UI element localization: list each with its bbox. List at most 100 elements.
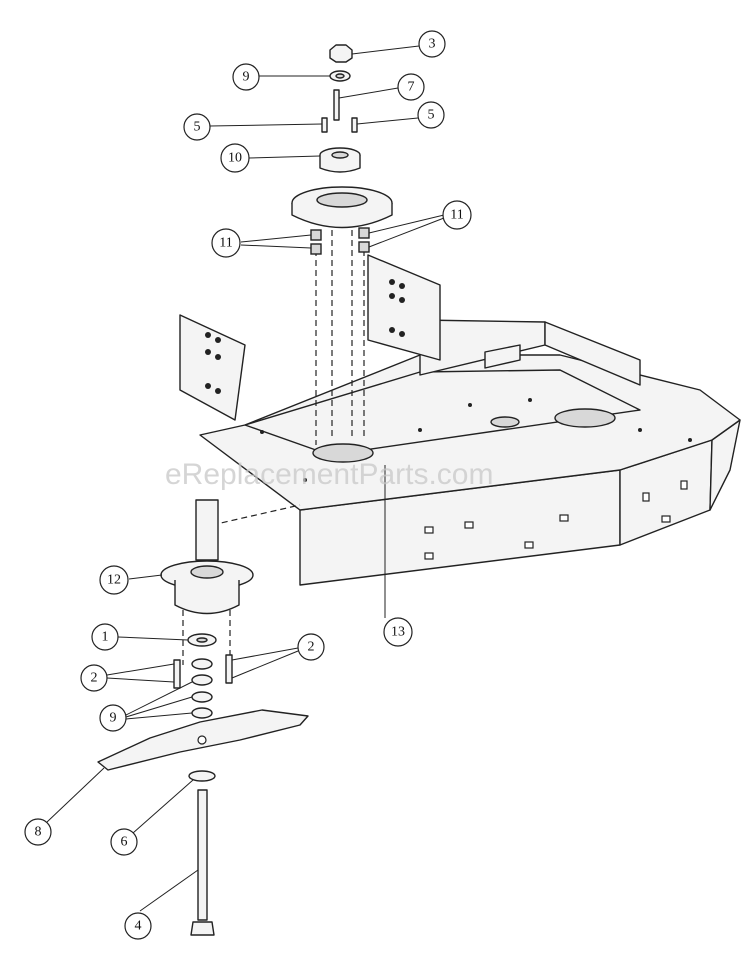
housing-bolt	[225, 654, 233, 684]
callout-label: 3	[429, 37, 436, 52]
deck-hole	[688, 438, 692, 442]
callout-12: 12	[99, 565, 129, 595]
set-screw-left	[321, 117, 328, 133]
callout-4: 4	[124, 912, 152, 940]
set-screw-right	[351, 117, 358, 133]
right-mount-hole	[399, 297, 405, 303]
callout-label: 12	[107, 573, 121, 588]
callout-5-left: 5	[183, 113, 211, 141]
spindle-washer-hole	[196, 637, 208, 643]
mower-deck	[179, 254, 741, 586]
skirt-slot	[680, 480, 688, 490]
callout-2-left: 2	[80, 664, 108, 692]
skirt-slot	[524, 541, 534, 549]
pulley-hub-bore	[331, 151, 349, 159]
skirt-slot	[424, 526, 434, 534]
deck-hole	[638, 428, 642, 432]
left-mount-hole	[205, 332, 211, 338]
callout-label: 2	[308, 640, 315, 655]
deck-hole	[418, 428, 422, 432]
left-mount-hole	[215, 388, 221, 394]
skirt-slot	[642, 492, 650, 502]
deck-hole	[303, 478, 307, 482]
spindle-housing-body	[174, 580, 240, 615]
alignment-lines	[182, 230, 365, 665]
callout-label: 9	[243, 70, 250, 85]
spacer-washer	[191, 674, 213, 686]
spindle-opening-center	[490, 416, 520, 428]
callout-label: 11	[219, 236, 232, 251]
callout-label: 2	[91, 671, 98, 686]
callout-3: 3	[418, 30, 446, 58]
callout-9: 9	[232, 63, 260, 91]
callout-label: 13	[391, 625, 405, 640]
leader-lines	[46, 45, 445, 912]
callout-11-left: 11	[211, 228, 241, 258]
flange-nut	[310, 243, 322, 255]
callout-label: 10	[228, 151, 242, 166]
callout-label: 4	[135, 919, 142, 934]
callout-11-right: 11	[442, 200, 472, 230]
blade-washer	[188, 770, 216, 782]
shaft-key	[333, 89, 340, 121]
alignment-line	[211, 504, 301, 526]
watermark-text: eReplacementParts.com	[165, 458, 493, 491]
spindle-pulley-rim	[291, 203, 393, 229]
pulley-hub-body	[319, 155, 361, 173]
callout-13: 13	[383, 617, 413, 647]
housing-bolt	[173, 659, 181, 689]
spindle-opening-left	[312, 443, 374, 463]
callout-8: 8	[24, 818, 52, 846]
left-mount-hole	[215, 337, 221, 343]
callout-10: 10	[220, 143, 250, 173]
washer-top-hole	[335, 73, 345, 79]
spindle-pulley-center	[316, 192, 368, 208]
flange-nut	[358, 241, 370, 253]
callout-label: 1	[102, 630, 109, 645]
callout-1: 1	[91, 623, 119, 651]
skirt-slot	[661, 515, 671, 523]
left-mount-hole	[215, 354, 221, 360]
spacer-washer	[191, 658, 213, 670]
deck-hole	[468, 403, 472, 407]
callout-7: 7	[397, 73, 425, 101]
flange-nut	[310, 229, 322, 241]
spindle-shaft	[195, 499, 219, 561]
left-mount-hole	[205, 349, 211, 355]
deck-rear-baffle-side	[544, 321, 641, 386]
deck-hole	[528, 398, 532, 402]
right-mount-hole	[389, 327, 395, 333]
callout-label: 8	[35, 825, 42, 840]
callout-label: 5	[194, 120, 201, 135]
deck-hole	[260, 430, 264, 434]
spindle-opening-right	[554, 408, 616, 428]
skirt-slot	[464, 521, 474, 529]
callout-group: 3 9 7 5 5 10 11 11	[24, 30, 472, 940]
callout-label: 6	[121, 835, 128, 850]
callout-label: 11	[450, 208, 463, 223]
right-mount-hole	[389, 279, 395, 285]
callout-9-bottom: 9	[99, 704, 127, 732]
right-mount-hole	[399, 331, 405, 337]
blade-center-hole	[197, 735, 207, 745]
left-mount-hole	[205, 383, 211, 389]
spindle-housing-bore	[190, 565, 224, 579]
skirt-slot	[424, 552, 434, 560]
callout-label: 7	[408, 80, 415, 95]
deck-baffle-bracket	[484, 344, 521, 369]
right-mount-hole	[399, 283, 405, 289]
spacer-washer	[191, 691, 213, 703]
lower-spindle-stack	[97, 499, 309, 936]
left-mount-plate	[179, 314, 246, 421]
callout-2-right: 2	[297, 633, 325, 661]
blade-bolt	[197, 789, 208, 921]
spacer-washer	[191, 707, 213, 719]
callout-6: 6	[110, 828, 138, 856]
blade-bolt-head	[190, 921, 215, 936]
upper-spindle-stack	[291, 44, 393, 255]
callout-label: 5	[428, 108, 435, 123]
skirt-slot	[559, 514, 569, 522]
callout-5-right: 5	[417, 101, 445, 129]
